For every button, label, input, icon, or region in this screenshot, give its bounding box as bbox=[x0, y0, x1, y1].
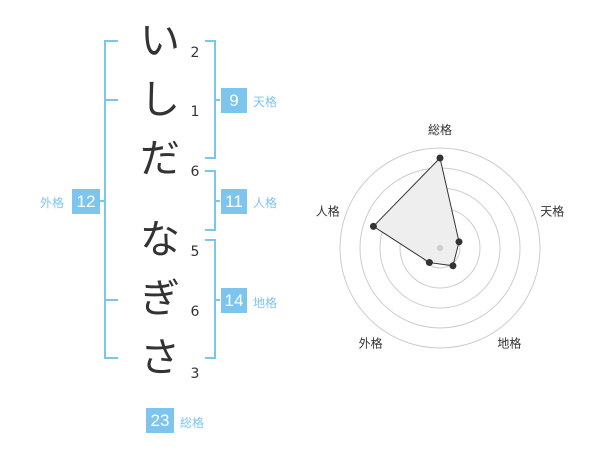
radar-point bbox=[449, 262, 457, 270]
stroke-count-6: 3 bbox=[190, 366, 200, 382]
chikaku-badge: 14 bbox=[221, 288, 247, 313]
name-char-1: い bbox=[140, 18, 180, 64]
stroke-count-1: 2 bbox=[190, 45, 200, 61]
name-diagram bbox=[100, 40, 220, 359]
name-char-2: し bbox=[140, 77, 180, 123]
chikaku-bracket bbox=[205, 239, 220, 359]
radar-axis-label: 地格 bbox=[497, 335, 521, 350]
radar-point bbox=[425, 259, 433, 267]
tenkaku-bracket bbox=[205, 40, 220, 159]
gaikaku-label: 外格 bbox=[40, 196, 65, 210]
name-char-6: さ bbox=[140, 335, 180, 381]
radar-point bbox=[436, 154, 444, 162]
soukaku-label: 総格 bbox=[180, 416, 205, 430]
name-char-3: だ bbox=[140, 136, 180, 182]
radar-ring bbox=[339, 147, 541, 349]
chikaku-label: 地格 bbox=[253, 296, 278, 310]
soukaku-badge: 23 bbox=[146, 408, 174, 433]
stroke-count-2: 1 bbox=[190, 104, 200, 120]
radar-center-dot bbox=[437, 245, 443, 251]
radar-axis-label: 人格 bbox=[316, 204, 340, 219]
stroke-count-3: 6 bbox=[190, 164, 200, 180]
tenkaku-badge: 9 bbox=[221, 88, 247, 113]
radar-area bbox=[372, 156, 460, 267]
jinkaku-badge: 11 bbox=[221, 189, 247, 214]
jinkaku-label: 人格 bbox=[253, 196, 278, 210]
name-char-4: な bbox=[140, 217, 180, 263]
radar-axis-label: 外格 bbox=[359, 335, 383, 350]
stroke-count-4: 5 bbox=[190, 244, 200, 260]
radar-axis-label: 天格 bbox=[540, 204, 564, 219]
radar-point bbox=[369, 222, 377, 230]
tenkaku-label: 天格 bbox=[253, 95, 278, 109]
radar-axis-label: 総格 bbox=[428, 122, 452, 137]
gaikaku-badge: 12 bbox=[72, 189, 100, 214]
stroke-count-5: 6 bbox=[190, 304, 200, 320]
radar-points bbox=[369, 154, 463, 270]
name-char-5: ぎ bbox=[140, 276, 180, 322]
jinkaku-bracket bbox=[205, 170, 220, 231]
radar-point bbox=[455, 238, 463, 246]
gaikaku-bracket bbox=[104, 40, 118, 359]
